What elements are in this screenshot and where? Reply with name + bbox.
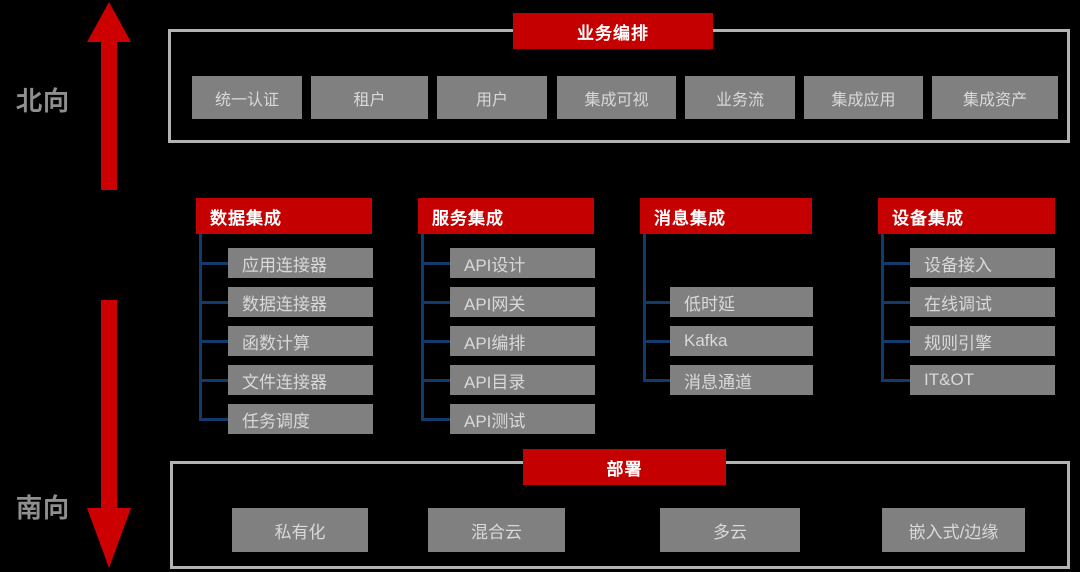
tree-branch-line	[643, 340, 670, 343]
integration-item[interactable]: 低时延	[670, 287, 813, 317]
orchestration-banner: 业务编排	[513, 13, 713, 49]
integration-item[interactable]: 函数计算	[228, 326, 373, 356]
arrow-down-icon	[87, 300, 131, 568]
integration-item[interactable]: Kafka	[670, 326, 813, 356]
integration-item[interactable]: 任务调度	[228, 404, 373, 434]
tree-branch-line	[643, 301, 670, 304]
tree-trunk-line	[421, 234, 424, 419]
tree-branch-line	[881, 379, 910, 382]
integration-item[interactable]: 规则引擎	[910, 326, 1055, 356]
deployment-chip[interactable]: 嵌入式/边缘	[882, 508, 1025, 552]
integration-item[interactable]: API编排	[450, 326, 595, 356]
orchestration-chip[interactable]: 用户	[437, 76, 547, 119]
tree-branch-line	[421, 379, 450, 382]
integration-item[interactable]: API测试	[450, 404, 595, 434]
integration-column-header[interactable]: 设备集成	[878, 198, 1055, 234]
deployment-chip[interactable]: 混合云	[428, 508, 565, 552]
tree-branch-line	[421, 340, 450, 343]
integration-item[interactable]: IT&OT	[910, 365, 1055, 395]
direction-label-north: 北向	[16, 86, 71, 116]
integration-item[interactable]: 在线调试	[910, 287, 1055, 317]
tree-branch-line	[881, 301, 910, 304]
tree-branch-line	[199, 379, 228, 382]
tree-branch-line	[421, 418, 450, 421]
integration-item[interactable]: 设备接入	[910, 248, 1055, 278]
orchestration-chip[interactable]: 业务流	[685, 76, 795, 119]
direction-label-south: 南向	[16, 493, 71, 523]
orchestration-chip[interactable]: 集成可视	[557, 76, 676, 119]
arrow-up-icon	[87, 2, 131, 190]
integration-column-header[interactable]: 消息集成	[640, 198, 812, 234]
tree-branch-line	[199, 340, 228, 343]
deployment-chip[interactable]: 多云	[660, 508, 800, 552]
orchestration-chip[interactable]: 集成资产	[932, 76, 1058, 119]
tree-branch-line	[199, 418, 228, 421]
integration-item[interactable]: API目录	[450, 365, 595, 395]
tree-branch-line	[199, 262, 228, 265]
deployment-chip[interactable]: 私有化	[232, 508, 368, 552]
integration-column-header[interactable]: 数据集成	[196, 198, 372, 234]
tree-branch-line	[199, 301, 228, 304]
integration-item[interactable]: 数据连接器	[228, 287, 373, 317]
orchestration-chip[interactable]: 统一认证	[192, 76, 302, 119]
tree-trunk-line	[643, 234, 646, 380]
integration-item[interactable]: 应用连接器	[228, 248, 373, 278]
integration-item[interactable]: 文件连接器	[228, 365, 373, 395]
integration-item[interactable]: API网关	[450, 287, 595, 317]
integration-item[interactable]: 消息通道	[670, 365, 813, 395]
tree-branch-line	[643, 379, 670, 382]
integration-item[interactable]: API设计	[450, 248, 595, 278]
tree-branch-line	[881, 340, 910, 343]
orchestration-chip[interactable]: 集成应用	[804, 76, 923, 119]
orchestration-chip[interactable]: 租户	[311, 76, 428, 119]
tree-trunk-line	[199, 234, 202, 419]
tree-trunk-line	[881, 234, 884, 380]
tree-branch-line	[421, 301, 450, 304]
integration-column-header[interactable]: 服务集成	[418, 198, 594, 234]
deployment-banner: 部署	[523, 449, 726, 485]
tree-branch-line	[881, 262, 910, 265]
tree-branch-line	[421, 262, 450, 265]
